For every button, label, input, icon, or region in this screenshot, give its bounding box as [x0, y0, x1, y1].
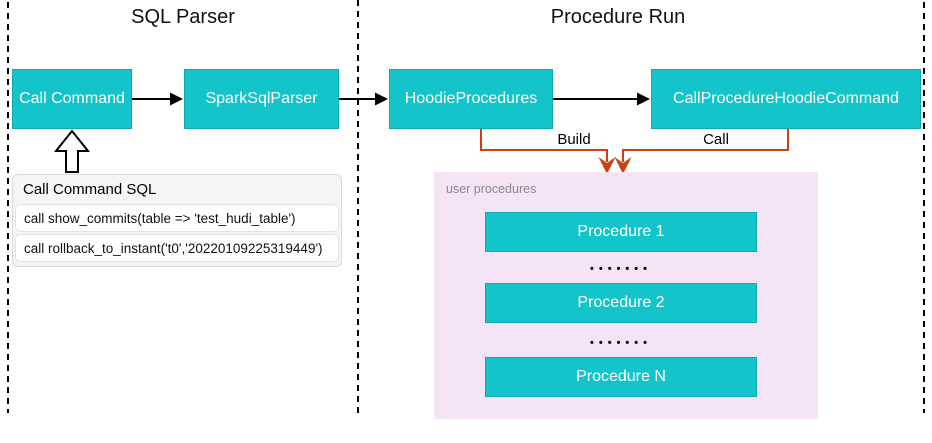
sql-example-row: call show_commits(table => 'test_hudi_ta… [15, 204, 339, 232]
dashed-divider-left [7, 2, 9, 413]
edge-label-build: Build [557, 131, 591, 148]
node-call-procedure-hoodie-command: CallProcedureHoodieCommand [651, 69, 921, 129]
arrowhead-icon [375, 92, 388, 106]
dashed-divider-right [923, 2, 925, 413]
dashed-divider-middle [357, 0, 359, 413]
sql-panel-title: Call Command SQL [23, 181, 157, 198]
user-procedures-group: user procedures Procedure 1 ••••••• Proc… [434, 172, 818, 419]
node-procedure-n: Procedure N [485, 357, 757, 397]
section-title-procedure-run: Procedure Run [550, 6, 686, 28]
call-command-sql-panel: Call Command SQL call show_commits(table… [12, 174, 342, 267]
node-procedure-1: Procedure 1 [485, 212, 757, 252]
node-hoodie-procedures: HoodieProcedures [389, 69, 553, 129]
up-block-arrow-icon [53, 129, 91, 173]
node-call-command: Call Command [12, 69, 132, 129]
arrowhead-icon [170, 92, 183, 106]
ellipsis-separator: ••••••• [590, 337, 652, 349]
ellipsis-separator: ••••••• [590, 263, 652, 275]
arrowhead-icon [637, 92, 650, 106]
node-spark-sql-parser: SparkSqlParser [184, 69, 339, 129]
section-title-sql-parser: SQL Parser [131, 6, 235, 28]
user-procedures-label: user procedures [446, 182, 537, 196]
edge-label-call: Call [703, 131, 729, 148]
sql-example-row: call rollback_to_instant('t0','202201092… [15, 234, 339, 262]
node-procedure-2: Procedure 2 [485, 283, 757, 323]
